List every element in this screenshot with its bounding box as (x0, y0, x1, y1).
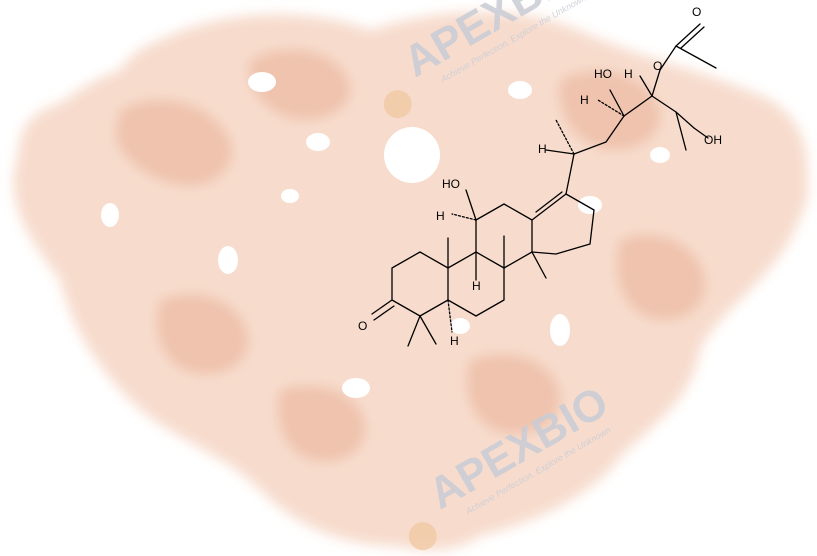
atom-label-ketone-o: O (358, 319, 367, 333)
molecule-structure (371, 23, 717, 347)
fold (466, 354, 561, 435)
hole (218, 246, 238, 274)
methyl-bond (531, 251, 547, 279)
methyl-bond (407, 315, 421, 347)
watermark-logo-mark (408, 522, 437, 551)
watermark-logo-mark (383, 90, 412, 119)
hole (578, 196, 602, 214)
methyl-bond (419, 315, 437, 345)
fold (249, 49, 351, 120)
atom-label-h-11: H (436, 209, 445, 223)
hole (248, 72, 276, 92)
h-bond (451, 213, 477, 221)
atom-label-carbonyl-o: O (692, 5, 701, 19)
hole (342, 378, 370, 398)
atom-label-h-23: H (580, 93, 589, 107)
hole (450, 318, 470, 334)
fold (156, 294, 249, 375)
fold (277, 385, 366, 462)
fold (115, 100, 232, 186)
ring-b (447, 251, 505, 317)
atom-label-h-24: H (624, 67, 633, 81)
atom-label-acetate-o: O (653, 59, 662, 73)
protein-blob-holes (101, 72, 670, 398)
atom-label-h-9: H (472, 279, 481, 293)
blob-lobe-bottom (324, 430, 507, 551)
atom-label-h-20: H (538, 142, 547, 156)
atom-label-hydroxyl-23: HO (594, 67, 612, 81)
hydroxyl-bond (465, 189, 477, 221)
protein-blob-folds (115, 49, 706, 462)
atom-labels: O HO H H H H HO H H O O OH (358, 5, 722, 348)
ring-c (475, 203, 533, 269)
atom-label-hydroxyl-25: OH (704, 133, 722, 147)
blob-lobe-right (703, 123, 809, 251)
atom-label-h-5: H (450, 334, 459, 348)
side-chain (545, 23, 717, 195)
hole (281, 189, 299, 203)
double-bond (535, 191, 563, 213)
ring-d (531, 193, 595, 255)
fold (559, 71, 661, 150)
fold (616, 234, 706, 320)
hole (508, 81, 532, 99)
center-hole (384, 127, 440, 183)
h-bond (447, 299, 453, 333)
ketone-group (371, 299, 395, 321)
hole (550, 314, 570, 346)
atom-label-hydroxyl-11: HO (442, 177, 460, 191)
hole (306, 133, 330, 151)
hole (650, 147, 670, 163)
hole (101, 203, 119, 227)
